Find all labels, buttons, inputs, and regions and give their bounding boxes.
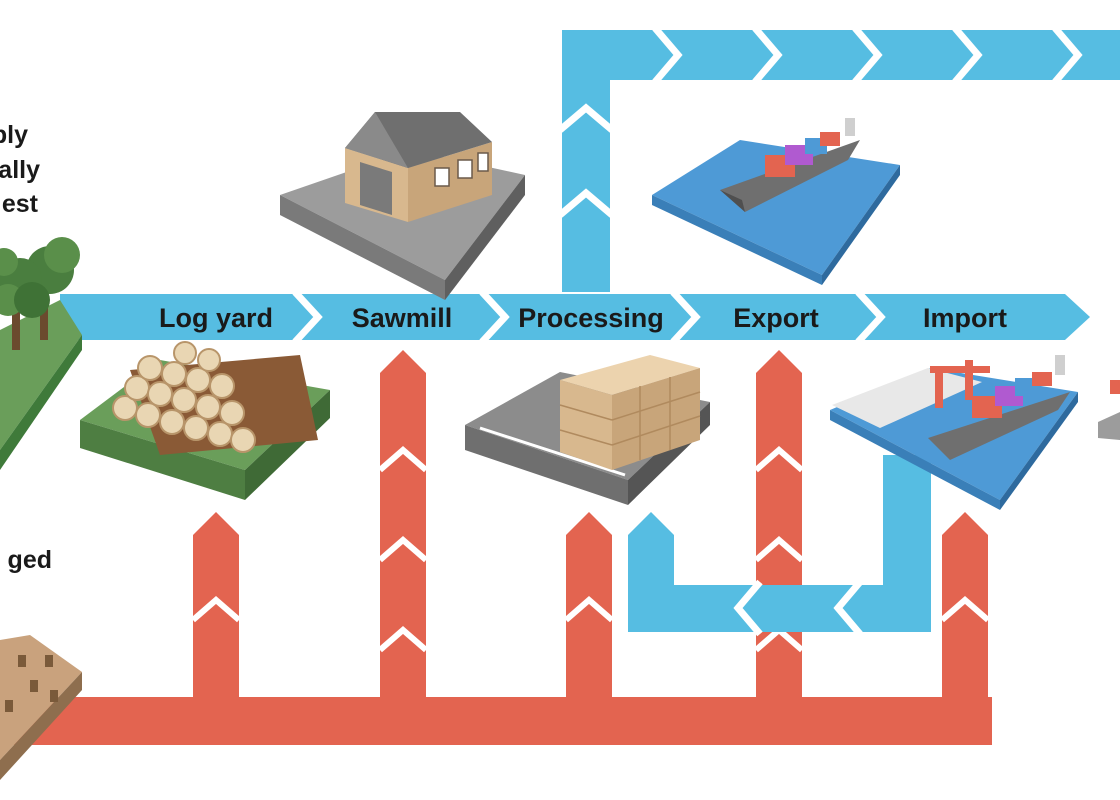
left-label-bottom: ged [8,546,52,574]
illegal-flow [0,350,992,745]
stage-label-export: Export [733,303,819,333]
cropped-next-stage-icon [1098,380,1120,440]
cargo-ship-icon [652,118,900,285]
left-labels: ply ally est ged [0,121,52,574]
illegal-chevrons [191,446,990,653]
illegal-arrow-processing [566,512,612,697]
stage-labels: Log yard Sawmill Processing Export Impor… [159,303,1007,333]
lumber-stack-icon [465,355,710,505]
forest-icon [0,237,82,470]
left-label-line-1: ply [0,121,28,149]
illegal-arrow-sawmill [380,350,426,697]
illegal-flow-base [0,697,992,745]
legal-flow-top-band [562,30,1120,80]
left-label-line-2: ally [0,156,40,184]
legal-flow-main [60,294,1090,340]
stage-label-import: Import [923,303,1007,333]
left-label-line-3: est [2,190,39,218]
sawmill-building-icon [280,112,525,300]
stage-label-log-yard: Log yard [159,303,273,333]
cleared-forest-icon [0,635,82,780]
legal-chevrons [292,25,1083,637]
log-pile-icon [80,341,330,500]
port-crane-icon [830,355,1078,510]
illegal-arrow-import [942,512,988,697]
stage-label-processing: Processing [518,303,664,333]
illegal-arrow-logyard [193,512,239,697]
stage-label-sawmill: Sawmill [352,303,453,333]
